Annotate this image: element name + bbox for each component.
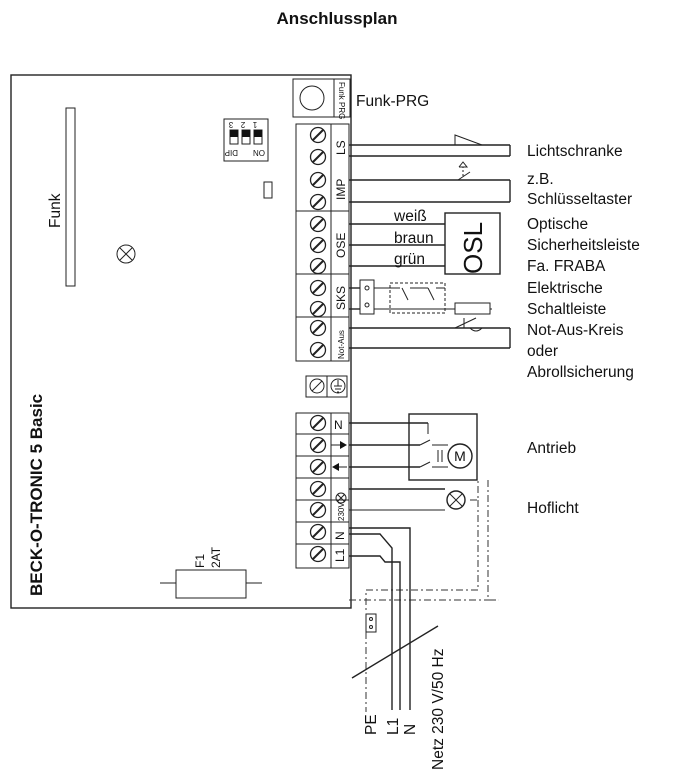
osl-box-label: OSL	[458, 222, 488, 274]
notaus-wiring	[349, 317, 511, 349]
label-notaus-line1: Not-Aus-Kreis	[527, 322, 624, 339]
screw-terminal	[309, 148, 327, 166]
taster-wiring	[349, 161, 511, 203]
mains-pe-label: PE	[363, 714, 380, 735]
screw-terminal	[309, 279, 327, 297]
screw-terminal	[309, 480, 327, 498]
dip-on-label: ON	[253, 148, 265, 157]
screw-terminal	[309, 171, 327, 189]
ose-wiring	[349, 212, 501, 275]
terminal-label-imp: IMP	[334, 179, 348, 200]
ose-wire-white: weiß	[393, 208, 427, 225]
mains-n-label: N	[402, 724, 419, 735]
pe-terminal	[365, 613, 377, 633]
label-notaus-line3: Abrollsicherung	[527, 364, 634, 381]
fuse-rating: 2AT	[209, 546, 223, 568]
screw-terminal	[309, 236, 327, 254]
upper-terminal-block	[295, 123, 350, 362]
diagram-title: Anschlussplan	[277, 9, 398, 28]
screw-terminal	[309, 501, 327, 519]
motor-symbol: M	[454, 448, 466, 464]
label-antrieb: Antrieb	[527, 440, 576, 457]
upper-screw-terminals	[309, 126, 327, 359]
screw-terminal	[309, 523, 327, 541]
label-optische-line2: Sicherheitsleiste	[527, 237, 640, 254]
fuse-f1	[160, 569, 262, 599]
terminal-label-ose: OSE	[334, 233, 348, 258]
terminal-label-ls: LS	[334, 140, 348, 155]
arrow-right-icon	[331, 441, 347, 449]
controller-board	[10, 74, 352, 609]
funk-prg-button[interactable]	[292, 78, 351, 118]
arrow-left-icon	[332, 463, 347, 471]
osl-box	[444, 212, 501, 275]
ose-wire-brown: braun	[394, 230, 434, 247]
screw-terminal	[309, 300, 327, 318]
label-hoflicht: Hoflicht	[527, 500, 579, 517]
ground-terminal	[305, 375, 348, 398]
label-optische-line3: Fa. FRABA	[527, 258, 606, 275]
screw-terminal	[309, 257, 327, 275]
terminal-label-notaus: Not-Aus	[337, 330, 346, 359]
mains-l1-label: L1	[385, 718, 402, 735]
dip-switch[interactable]: 3 2 1 DIP ON	[223, 118, 269, 162]
screw-terminal	[309, 414, 327, 432]
terminal-label-n-bottom: N	[333, 531, 347, 540]
lower-terminal-block	[295, 412, 350, 569]
sks-wiring	[349, 279, 492, 315]
screw-terminal	[309, 193, 327, 211]
dip-number-1: 1	[252, 120, 257, 129]
motor-wiring	[349, 413, 478, 481]
screw-terminal	[309, 436, 327, 454]
funk-prg-label: Funk-PRG	[356, 93, 429, 110]
mains-lines	[349, 527, 439, 710]
terminal-label-sks: SKS	[334, 286, 348, 310]
label-optische-line1: Optische	[527, 216, 588, 233]
terminal-label-230v: 230V	[337, 502, 346, 521]
mains-netz-label: Netz 230 V/50 Hz	[430, 649, 447, 770]
screw-terminal	[309, 319, 327, 337]
label-elektrische-line1: Elektrische	[527, 280, 603, 297]
fuse-name: F1	[193, 554, 207, 568]
screw-terminal	[309, 215, 327, 233]
label-taster-line2: Schlüsseltaster	[527, 191, 632, 208]
dip-label: DIP	[225, 148, 238, 157]
lichtschranke-wiring	[349, 134, 511, 157]
jumper	[263, 181, 273, 199]
label-lichtschranke: Lichtschranke	[527, 143, 623, 160]
terminal-label-l1: L1	[333, 548, 347, 562]
controller-name: BECK-O-TRONIC 5 Basic	[27, 394, 46, 596]
dip-number-2: 2	[240, 120, 245, 129]
dip-number-3: 3	[228, 120, 233, 129]
terminal-label-n-top: N	[334, 418, 343, 432]
radio-label: Funk	[47, 193, 64, 228]
screw-terminal	[309, 458, 327, 476]
hoflicht-wiring	[349, 488, 466, 511]
lamp-symbol-icon	[335, 492, 347, 504]
indicator-lamp-icon	[116, 244, 136, 264]
screw-terminal	[309, 545, 327, 563]
lower-screw-terminals	[309, 414, 327, 563]
radio-module-strip	[65, 107, 76, 287]
protective-earth-lines	[349, 480, 498, 712]
ground-icon	[330, 378, 346, 394]
screw-terminal	[309, 341, 327, 359]
label-notaus-line2: oder	[527, 343, 558, 360]
funk-prg-button-text: Funk PRG	[337, 82, 346, 119]
label-elektrische-line2: Schaltleiste	[527, 301, 606, 318]
label-taster-line1: z.B.	[527, 171, 554, 188]
ose-wire-green: grün	[394, 251, 425, 268]
screw-terminal	[309, 126, 327, 144]
